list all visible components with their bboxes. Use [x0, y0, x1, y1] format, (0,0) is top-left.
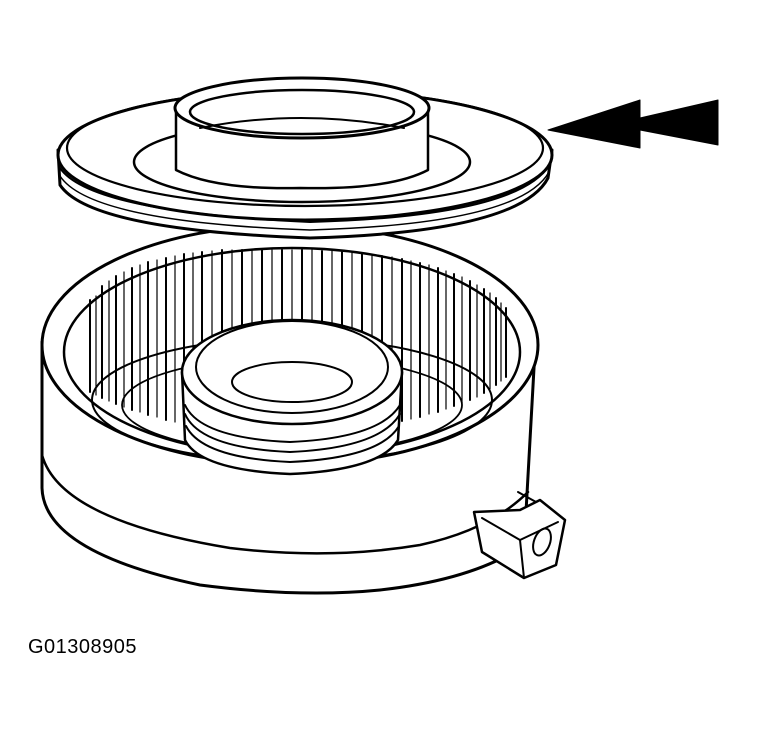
arrow-pointer-icon: [547, 99, 719, 149]
side-port-lug: [472, 491, 567, 580]
piston-ring-illustration: [56, 76, 554, 240]
figure-id-label: G01308905: [28, 636, 138, 658]
central-hub: [180, 318, 404, 476]
clutch-drum-housing: [40, 223, 567, 595]
